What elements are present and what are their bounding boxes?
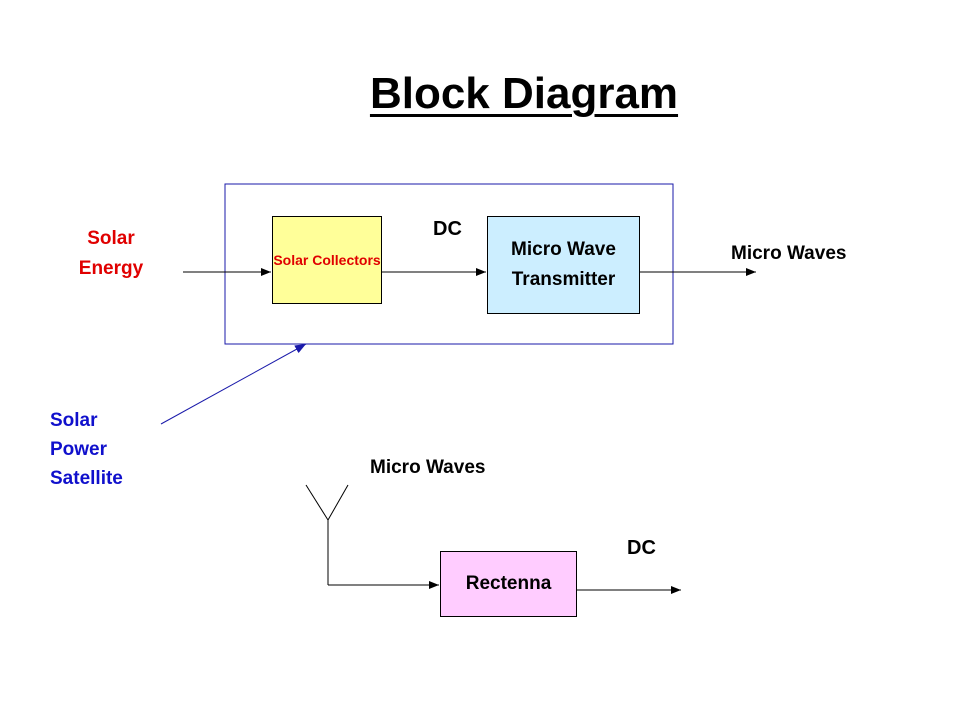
solar-collectors-label: Solar Collectors xyxy=(273,252,381,268)
solar-power-satellite-label: Solar Power Satellite xyxy=(50,410,123,489)
microwave-transmitter-block: Micro Wave Transmitter xyxy=(487,216,640,314)
page-title: Block Diagram xyxy=(369,69,679,118)
dc-label-bottom: DC xyxy=(627,537,656,559)
micro-waves-output-label: Micro Waves xyxy=(731,243,847,264)
satellite-pointer-arrow xyxy=(160,343,307,425)
rectenna-label: Rectenna xyxy=(465,572,552,594)
dc-label-top: DC xyxy=(433,218,462,240)
microwave-transmitter-label: Micro Wave Transmitter xyxy=(511,239,616,290)
solar-energy-label: Solar Energy xyxy=(78,228,144,279)
solar-collectors-block: Solar Collectors xyxy=(272,216,382,304)
micro-waves-input-label: Micro Waves xyxy=(370,457,486,478)
antenna-icon xyxy=(305,484,349,585)
satellite-frame xyxy=(224,183,674,345)
rectenna-block: Rectenna xyxy=(440,551,577,617)
